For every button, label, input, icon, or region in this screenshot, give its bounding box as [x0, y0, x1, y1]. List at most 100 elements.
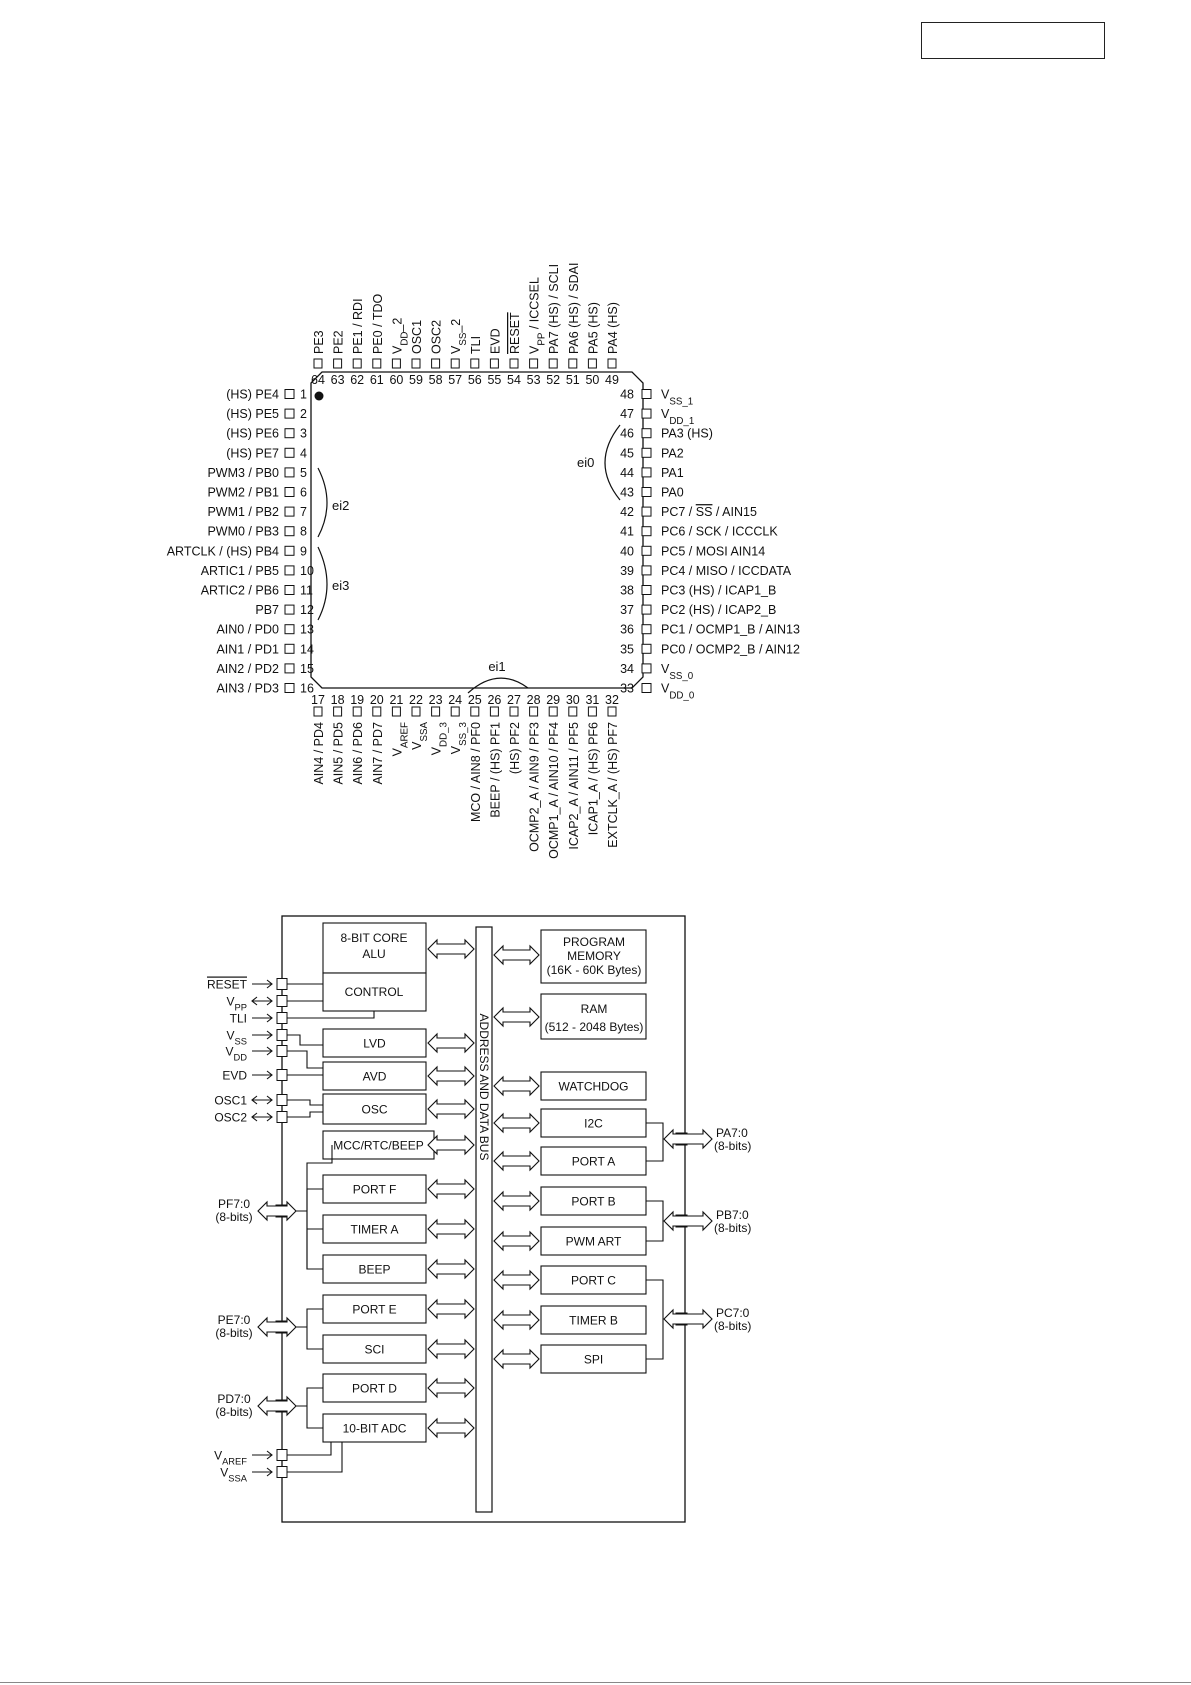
vss-wire	[287, 1034, 323, 1046]
pin-label: PC6 / SCK / ICCCLK	[661, 525, 778, 539]
pin-label-vpp: VPP	[227, 995, 247, 1013]
pin-pad	[284, 545, 295, 556]
pin-number: 52	[546, 373, 560, 387]
pin-pad	[284, 447, 295, 458]
ei0-bracket	[604, 424, 621, 501]
pin-pad	[333, 706, 343, 717]
pin-number: 48	[620, 388, 634, 402]
ei0-label: ei0	[577, 455, 594, 470]
pin-pad	[391, 358, 401, 369]
pin1-marker-dot	[314, 391, 324, 401]
pin-pad	[411, 358, 421, 369]
pin-pad	[568, 706, 578, 717]
pin-label: PC7 / SS / AIN15	[661, 505, 757, 519]
pin-label: PE3	[312, 330, 326, 354]
bus-arrow	[493, 1348, 540, 1370]
pin-number: 50	[585, 373, 599, 387]
pin-label: PC1 / OCMP1_B / AIN13	[661, 623, 800, 637]
port-a-io-width: (8-bits)	[714, 1139, 751, 1153]
port-c-io-width: (8-bits)	[714, 1319, 751, 1333]
pin-number: 19	[350, 693, 364, 707]
pin-label: PE1 / RDI	[351, 298, 365, 354]
pin-arrow	[252, 979, 273, 989]
bus-arrow	[427, 1338, 475, 1360]
mcc-wiring	[306, 1145, 333, 1270]
pin-pad	[284, 506, 295, 517]
pin-pad	[276, 1466, 288, 1478]
block-i2c	[540, 1108, 647, 1138]
pin-label: VPP / ICCSEL	[528, 277, 548, 354]
pin-pad	[284, 467, 295, 478]
pin-pad	[352, 358, 362, 369]
pin-pad	[284, 643, 295, 654]
pin-number: 60	[389, 373, 403, 387]
pin-number: 34	[620, 662, 634, 676]
port-e-io-width: (8-bits)	[215, 1326, 252, 1340]
block-port-d	[322, 1373, 427, 1403]
pin-pad	[391, 706, 401, 717]
pin-label: ICAP1_A / (HS) PF6	[586, 722, 600, 835]
pin-pad	[641, 526, 652, 537]
pin-pad	[641, 565, 652, 576]
block-pwm-art-label: PWM ART	[566, 1235, 622, 1249]
bus-arrow	[427, 1134, 475, 1156]
pin-label: VSS_3	[449, 722, 469, 754]
pin-pad	[284, 565, 295, 576]
pin-label-osc1: OSC1	[214, 1094, 247, 1108]
pin-label: AIN5 / PD5	[332, 722, 346, 785]
ram-line2: (512 - 2048 Bytes)	[545, 1020, 644, 1034]
pin-arrow	[252, 1013, 273, 1023]
pin-pad	[284, 604, 295, 615]
pin-arrow	[252, 1070, 273, 1080]
port-c-io-arrow	[663, 1308, 713, 1330]
bus-arrow	[427, 1178, 475, 1200]
pin-pad	[450, 358, 460, 369]
pin-number: 62	[350, 373, 364, 387]
pin-number: 7	[300, 505, 307, 519]
port-a-io-name: PA7:0	[716, 1126, 748, 1140]
pin-label: PWM2 / PB1	[207, 486, 279, 500]
block-sci	[322, 1334, 427, 1364]
pin-number: 32	[605, 693, 619, 707]
pin-number: 26	[487, 693, 501, 707]
pin-label: PC0 / OCMP2_B / AIN12	[661, 642, 800, 656]
ei1-label: ei1	[488, 659, 505, 674]
pin-pad	[313, 706, 323, 717]
pin-number: 49	[605, 373, 619, 387]
block-lvd-label: LVD	[363, 1037, 386, 1051]
block-watchdog	[540, 1071, 647, 1101]
osc1-wire	[287, 1099, 323, 1106]
pin-number: 17	[311, 693, 325, 707]
bus-arrow	[427, 1417, 475, 1439]
pin-pad	[276, 1094, 288, 1106]
pin-number: 59	[409, 373, 423, 387]
port-d-io-wiring	[296, 1387, 323, 1429]
pin-label-evd: EVD	[222, 1069, 247, 1083]
pin-label: PA6 (HS) / SDAI	[567, 263, 581, 354]
pin-label: PC4 / MISO / ICCDATA	[661, 564, 792, 578]
pin-number: 29	[546, 693, 560, 707]
vdd-wire	[287, 1050, 323, 1069]
block-lvd	[322, 1028, 427, 1058]
pin-number: 13	[300, 623, 314, 637]
core-box	[322, 922, 427, 974]
pin-label: PA4 (HS)	[606, 302, 620, 354]
pin-label-tli: TLI	[230, 1012, 247, 1026]
page-bottom-rule	[0, 1682, 1191, 1683]
pin-number: 46	[620, 427, 634, 441]
block-10-bit-adc-label: 10-BIT ADC	[343, 1422, 407, 1436]
pin-pad	[431, 706, 441, 717]
pin-number: 18	[331, 693, 345, 707]
bus-arrow	[493, 1075, 540, 1097]
pin-pad	[276, 1111, 288, 1123]
pin-pad	[489, 358, 499, 369]
program-memory-box	[540, 929, 647, 984]
bus-arrow	[427, 1218, 475, 1240]
program-memory-line1: PROGRAM	[563, 935, 625, 949]
pin-pad	[641, 506, 652, 517]
pin-label: PWM0 / PB3	[207, 525, 279, 539]
block-i2c-label: I2C	[584, 1117, 603, 1131]
pin-pad	[641, 428, 652, 439]
ei3-bracket	[317, 546, 328, 621]
